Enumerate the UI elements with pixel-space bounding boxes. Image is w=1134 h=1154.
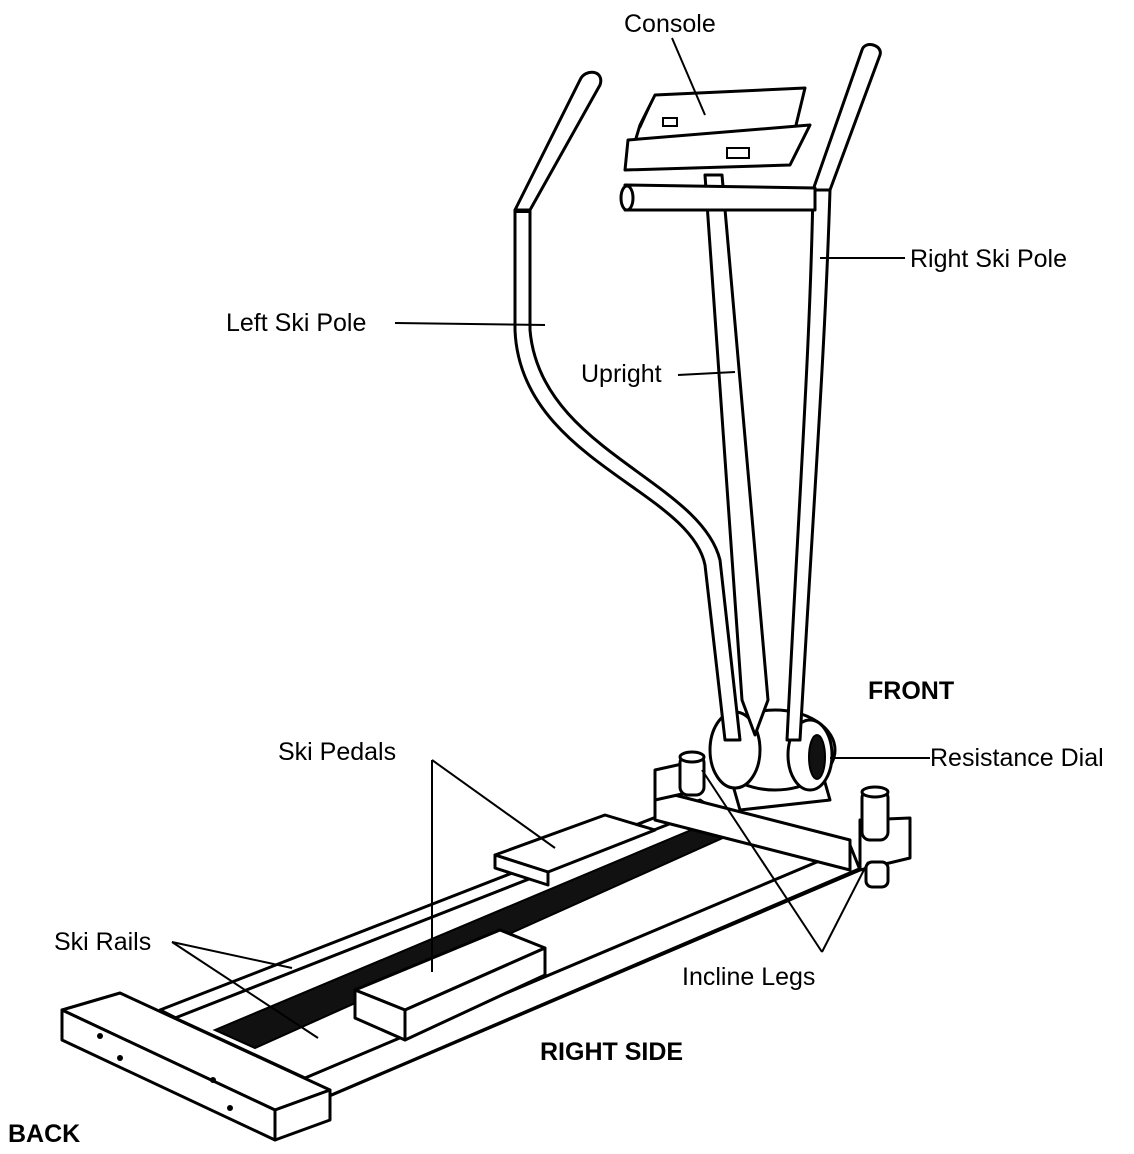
incline-legs (678, 750, 890, 889)
leader-incline-leg-right (821, 861, 869, 953)
leader-upright (677, 371, 736, 376)
leader-ski-rail-rear (171, 941, 293, 969)
incline-leg-left-cap (678, 750, 706, 764)
console (623, 86, 812, 172)
console-display (726, 147, 750, 159)
label-right-side: RIGHT SIDE (540, 1038, 684, 1066)
label-back: BACK (8, 1120, 81, 1148)
right-ski-pole-grip (811, 43, 882, 192)
back-cap-side (273, 1088, 332, 1142)
ski-pedal-front-side (493, 853, 550, 887)
label-upright: Upright (581, 360, 662, 388)
console-button (662, 117, 678, 127)
leader-ski-rail-front (171, 941, 319, 1039)
label-right-ski-pole: Right Ski Pole (910, 245, 1068, 273)
leader-incline-leg-left (701, 769, 823, 953)
console-body-front (623, 123, 812, 172)
label-ski-pedals: Ski Pedals (278, 738, 397, 766)
label-front: FRONT (868, 677, 955, 705)
handlebar-tube (623, 183, 817, 212)
bolt-hole (97, 1033, 103, 1039)
label-left-ski-pole: Left Ski Pole (226, 309, 367, 337)
left-ski-pole (513, 208, 742, 742)
console-edge (639, 94, 656, 129)
handlebar-tube-end (619, 184, 635, 212)
label-console: Console (624, 10, 716, 38)
bolt-hole (210, 1077, 216, 1083)
incline-leg-foot (864, 860, 890, 889)
rail-edge-line (329, 867, 861, 1096)
leader-console (671, 37, 706, 116)
bolt-hole (227, 1105, 233, 1111)
leader-ski-pedal-front (431, 759, 556, 849)
leader-lines (171, 37, 930, 1039)
label-ski-rails: Ski Rails (54, 928, 152, 956)
ski-pedal-rear-slider (403, 946, 547, 1042)
upright (703, 173, 770, 737)
incline-leg-right-cap (860, 785, 890, 799)
back-end-cap (60, 991, 332, 1142)
label-resistance-dial: Resistance Dial (930, 744, 1104, 772)
ski-pedals (353, 813, 657, 1042)
right-ski-pole (785, 188, 832, 742)
leader-left-ski-pole (394, 322, 546, 326)
label-incline-legs: Incline Legs (682, 963, 816, 991)
bolt-hole (117, 1055, 123, 1061)
left-ski-pole-grip (513, 70, 603, 212)
front-crossbar (653, 788, 852, 872)
resistance-dial-face (808, 734, 826, 780)
